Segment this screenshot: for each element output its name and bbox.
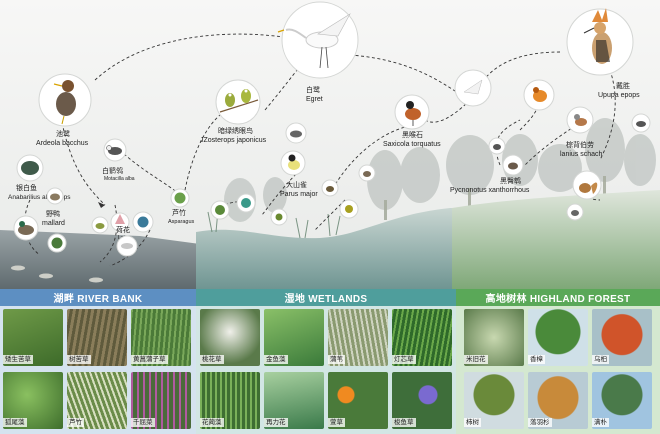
lotus-flower-node [110, 212, 130, 232]
highland-forest-header: 高地树林 HIGHLAND FOREST [456, 289, 660, 306]
forest-tile-2: 香樟 [528, 309, 588, 366]
tit-label-en: Parus major [280, 191, 318, 198]
fish-group-node [116, 235, 138, 257]
river-tile-1: 矮生苦草 [3, 309, 63, 366]
loach-label-cn: 银白鱼 [16, 183, 37, 192]
river-tile-3: 黄菖蒲子草 [131, 309, 191, 366]
small-sparrow-node [358, 164, 376, 182]
bulbul-label-cn: 黑臀鹎 [500, 176, 521, 185]
squirrel-node [572, 170, 602, 200]
lotus-label-cn: 荷花 [116, 225, 130, 234]
river-tile-6: 千屈菜 [131, 372, 191, 429]
wetland-tile-8: 梭鱼草 [392, 372, 452, 429]
wetland-tile-4: 灯芯草 [392, 309, 452, 366]
wetland-tile-3: 蒲苇 [328, 309, 388, 366]
tit-node [280, 150, 306, 176]
wetlands-panel: 桃花草 金鱼藻 蒲苇 灯芯草 花蔺藻 再力花 萱草 梭鱼草 [196, 306, 456, 434]
forest-tile-1: 米旧花 [464, 309, 524, 366]
wetland-tile-1: 桃花草 [200, 309, 260, 366]
tit-label-cn: 大山雀 [286, 180, 307, 189]
insect-node-2 [270, 208, 288, 226]
wetlands-header: 湿地 WETLANDS [196, 289, 456, 306]
wetland-tile-5: 花蔺藻 [200, 372, 260, 429]
orange-bird-node [523, 79, 555, 111]
whiteeye-label-en: JZosterops japonicus [200, 137, 267, 144]
gray-bird-node [285, 122, 307, 144]
highland-forest-panel: 米旧花 香樟 乌桕 柿树 落羽杉 满朴 [456, 306, 660, 434]
loach-node [16, 154, 44, 182]
bulbul-node [502, 154, 524, 176]
wetland-tile-6: 再力花 [264, 372, 324, 429]
forest-tile-3: 乌桕 [592, 309, 652, 366]
river-tile-2: 树苦草 [67, 309, 127, 366]
ground-bird-node [566, 203, 584, 221]
forest-tile-6: 满朴 [592, 372, 652, 429]
stonechat-label-cn: 黑喉石 [402, 130, 423, 139]
wagtail-label-cn: 白鹡鸰 [102, 166, 123, 175]
forest-tile-5: 落羽杉 [528, 372, 588, 429]
whiteeye-label-cn: 暗绿绣眼鸟 [218, 126, 253, 135]
duckweed-node [47, 233, 67, 253]
asparagus-label-cn: 芦竹 [172, 208, 186, 217]
forest-tile-4: 柿树 [464, 372, 524, 429]
mallard-bird-node [46, 187, 64, 205]
egret-node [277, 1, 359, 79]
plant-node-2 [210, 200, 230, 220]
river-bank-header: 湖畔 RIVER BANK [0, 289, 196, 306]
stonechat-node [394, 94, 430, 130]
wagtail-node [103, 138, 127, 162]
shrike-label-en: lanius schach [560, 151, 603, 158]
wetland-tile-7: 萱草 [328, 372, 388, 429]
river-tile-4: 狐尾藻 [3, 372, 63, 429]
hoopoe-label-en: Upupa epops [598, 92, 640, 99]
heron-label-cn: 池鹭 [56, 129, 70, 138]
stonechat-label-en: Saxicola torquatus [383, 141, 441, 148]
egret-label-cn: 白鹭 [306, 85, 320, 94]
food-web-illustration: 白鹭 Egret 戴胜 Upupa epops 池鹭 Ardeola bacch… [0, 0, 660, 289]
asparagus-node [170, 188, 190, 208]
white-bird-node [454, 69, 492, 107]
shrike-label-cn: 棕背伯劳 [566, 140, 594, 149]
wetland-tile-2: 金鱼藻 [264, 309, 324, 366]
egret-label-en: Egret [306, 96, 323, 103]
river-tile-5: 芦竹 [67, 372, 127, 429]
wetland-ground [196, 208, 456, 289]
mallard-label-cn: 野鸭 [46, 209, 60, 218]
heron-node [38, 73, 92, 127]
shrub-bird-node [488, 137, 506, 155]
river-bank-panel: 矮生苦草 树苦草 黄菖蒲子草 狐尾藻 芦竹 千屈菜 [0, 306, 196, 434]
hoopoe-node [566, 8, 634, 76]
heron-label-en: Ardeola bacchus [36, 140, 89, 147]
small-bird-b-node [321, 179, 339, 197]
loach-label-en-1: Anabarilius alburnops [8, 194, 71, 201]
hoopoe-label-cn: 戴胜 [616, 81, 630, 90]
whiteeye-node [215, 79, 261, 125]
mallard-label-en: mallard [42, 220, 65, 227]
bulbul-label-en: Pycnonotus xanthorrhous [450, 187, 530, 194]
fish-icons [11, 265, 103, 283]
insect-node-1 [339, 199, 359, 219]
shrike-node [566, 106, 594, 134]
lotus-node [132, 211, 154, 233]
wagtail-label-en: Motacilla alba [104, 176, 135, 182]
mallard-node [13, 215, 39, 241]
forest-ground [452, 190, 660, 289]
far-right-bird-node [631, 113, 651, 133]
plant-node-1 [236, 193, 256, 213]
asparagus-label-en: Asparagus [168, 219, 195, 225]
frog-node [91, 216, 109, 234]
